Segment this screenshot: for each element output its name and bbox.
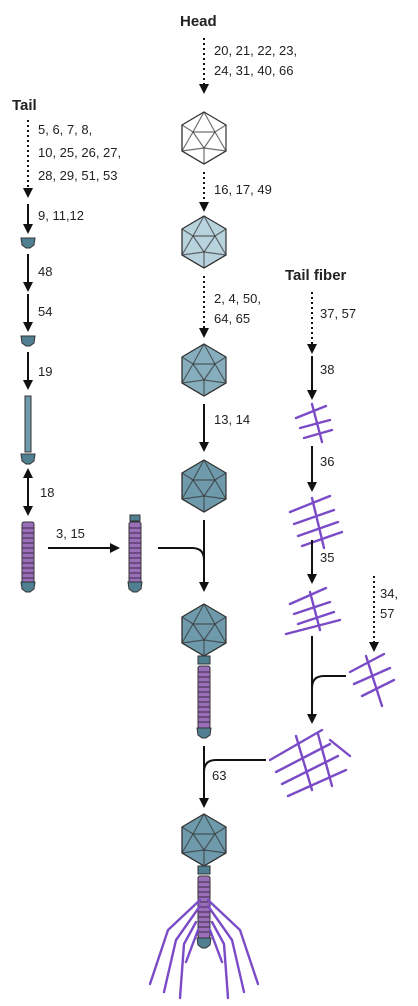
- distal-join-arrow: [311, 675, 346, 689]
- complete-tail-fiber-icon: [268, 728, 352, 798]
- tail-genes-5: 19: [38, 364, 52, 379]
- tail-header: Tail: [12, 97, 37, 114]
- sheathed-tail-icon: [20, 521, 36, 593]
- assembly-gene: 63: [212, 768, 226, 783]
- fiber-intermediate-icon: [288, 494, 344, 550]
- head-genes-1-line1: 20, 21, 22, 23,: [214, 43, 297, 58]
- tail-genes-3: 48: [38, 264, 52, 279]
- head-genes-4: 13, 14: [214, 412, 250, 427]
- head-tail-particle-icon: [181, 603, 227, 739]
- tail-genes-1-line3: 28, 29, 51, 53: [38, 168, 118, 183]
- fiber-genes-1: 37, 57: [320, 306, 356, 321]
- fiber-attach-arrow: [203, 759, 266, 773]
- tail-genes-1-line2: 10, 25, 26, 27,: [38, 145, 121, 160]
- prohead-core-icon: [181, 111, 227, 165]
- head-genes-1-line2: 24, 31, 40, 66: [214, 63, 294, 78]
- tail-genes-4: 54: [38, 304, 52, 319]
- head-genes-3-line2: 64, 65: [214, 311, 250, 326]
- prohead-icon: [181, 215, 227, 269]
- tail-tube-core-icon: [20, 395, 36, 465]
- head-genes-3-line1: 2, 4, 50,: [214, 291, 261, 306]
- baseplate-icon: [20, 335, 36, 347]
- head-header: Head: [180, 13, 217, 30]
- fiber-35-complex-icon: [284, 586, 342, 636]
- tail-genes-6: 18: [40, 485, 54, 500]
- fiber-genes-5-line2: 57: [380, 606, 394, 621]
- baseplate-wedge-icon: [20, 237, 36, 249]
- mature-head-icon: [181, 459, 227, 513]
- tail-join-arrow: [158, 547, 205, 561]
- tail-genes-2: 9, 11,12: [38, 208, 84, 223]
- distal-half-fiber-icon: [348, 652, 396, 708]
- tail-genes-7: 3, 15: [56, 526, 85, 541]
- fiber-genes-4: 35: [320, 550, 334, 565]
- filled-head-icon: [181, 343, 227, 397]
- fiber-genes-5-line1: 34,: [380, 586, 398, 601]
- fiber-genes-2: 38: [320, 362, 334, 377]
- tail-genes-1-line1: 5, 6, 7, 8,: [38, 122, 92, 137]
- fiber-genes-3: 36: [320, 454, 334, 469]
- tail-fiber-header: Tail fiber: [285, 267, 347, 284]
- head-genes-2: 16, 17, 49: [214, 182, 272, 197]
- proximal-half-fiber-icon: [294, 402, 334, 444]
- complete-phage-icon: [148, 813, 260, 1000]
- completed-tail-icon: [127, 514, 143, 593]
